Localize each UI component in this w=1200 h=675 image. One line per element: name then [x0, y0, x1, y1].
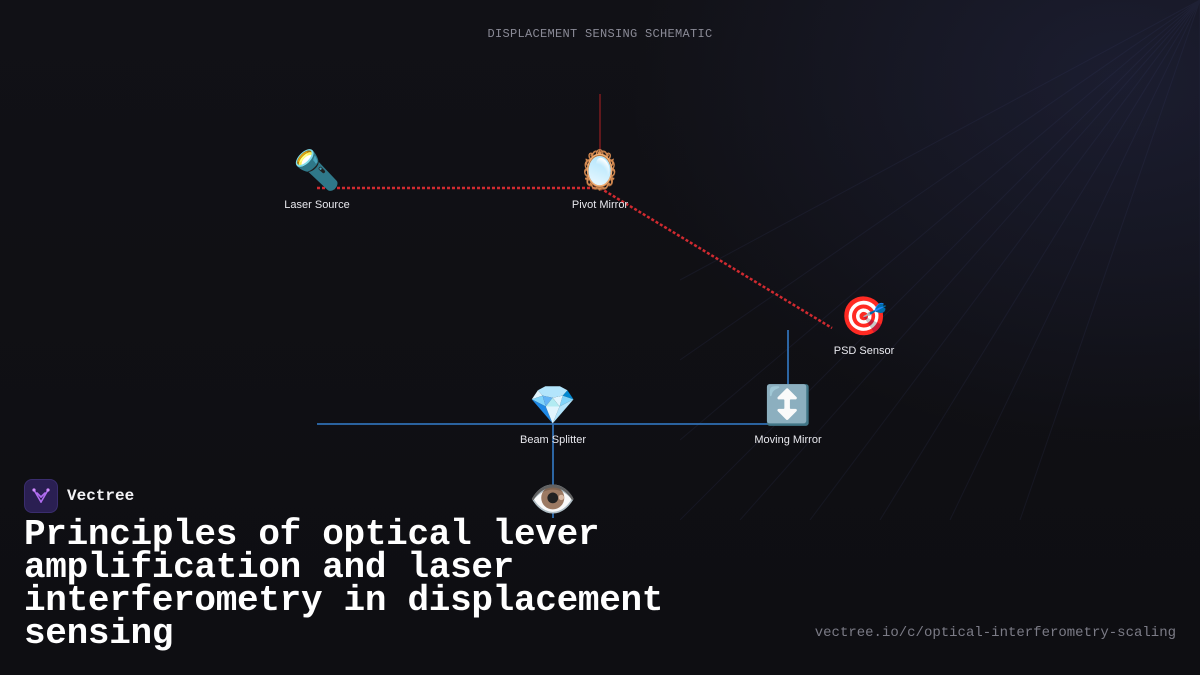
node-detector: 👁️	[483, 476, 623, 522]
node-label: Beam Splitter	[519, 434, 587, 446]
eye-icon: 👁️	[529, 477, 577, 521]
reflected-laser-beam	[599, 186, 833, 330]
node-label: Moving Mirror	[754, 434, 822, 446]
node-label: PSD Sensor	[833, 345, 895, 357]
node-label: Laser Source	[284, 199, 350, 211]
brand-name: Vectree	[67, 487, 135, 505]
schematic-heading: DISPLACEMENT SENSING SCHEMATIC	[487, 27, 713, 41]
gem-icon: 💎	[529, 383, 577, 427]
page-url[interactable]: vectree.io/c/optical-interferometry-scal…	[814, 625, 1176, 641]
up-down-arrow-icon: ↕️	[764, 383, 812, 427]
node-laser-source: 🔦 Laser Source	[247, 147, 387, 211]
node-psd-sensor: 🎯 PSD Sensor	[794, 293, 934, 357]
flashlight-icon: 🔦	[293, 148, 341, 192]
target-icon: 🎯	[840, 294, 888, 338]
brand: Vectree	[24, 479, 134, 513]
background-rays	[680, 0, 1200, 520]
node-beam-splitter: 💎 Beam Splitter	[483, 382, 623, 446]
vectree-logo-icon	[24, 479, 58, 513]
node-label: Pivot Mirror	[571, 199, 629, 211]
page-title: Principles of optical lever amplificatio…	[24, 514, 664, 654]
node-moving-mirror: ↕️ Moving Mirror	[718, 382, 858, 446]
node-pivot-mirror: 🪞 Pivot Mirror	[530, 147, 670, 211]
mirror-icon: 🪞	[576, 148, 624, 192]
